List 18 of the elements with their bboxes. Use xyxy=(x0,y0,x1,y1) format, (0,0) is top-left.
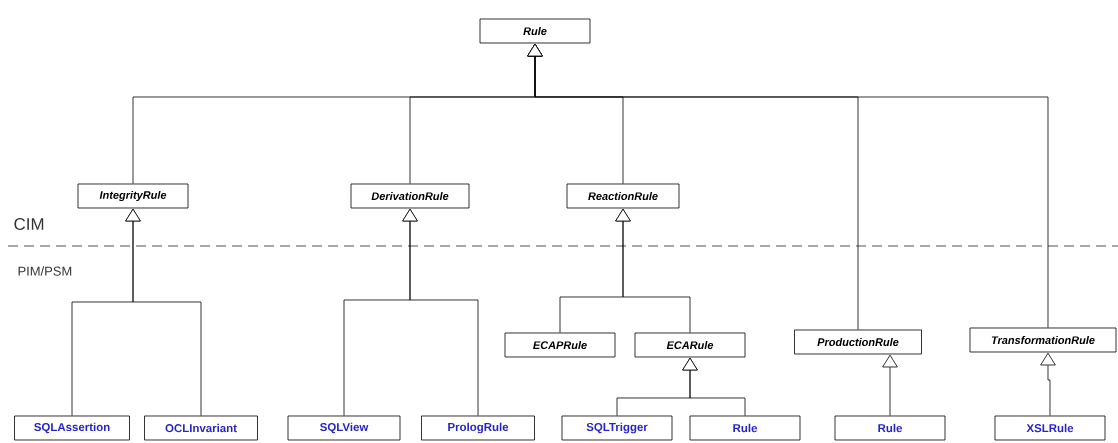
class-box: Rule xyxy=(834,415,946,441)
class-box: PrologRule xyxy=(421,415,535,441)
layer-label: PIM/PSM xyxy=(18,266,72,276)
class-box: XSLRule xyxy=(994,415,1106,441)
class-box: OCLInvariant xyxy=(144,415,258,441)
class-box: ECAPRule xyxy=(504,332,616,358)
class-box: SQLView xyxy=(287,415,401,441)
class-box: Rule xyxy=(689,415,801,441)
class-box: SQLAssertion xyxy=(14,415,130,441)
generalization-arrow xyxy=(1040,352,1056,416)
generalization-arrow xyxy=(125,208,202,416)
generalization-arrow xyxy=(682,357,746,416)
generalization-arrow xyxy=(402,208,479,416)
generalization-arrow xyxy=(882,354,898,416)
layer-label: CIM xyxy=(14,218,44,230)
generalization-arrow xyxy=(527,43,1049,328)
generalization-arrow xyxy=(615,208,691,333)
class-box: SQLTrigger xyxy=(561,415,673,441)
